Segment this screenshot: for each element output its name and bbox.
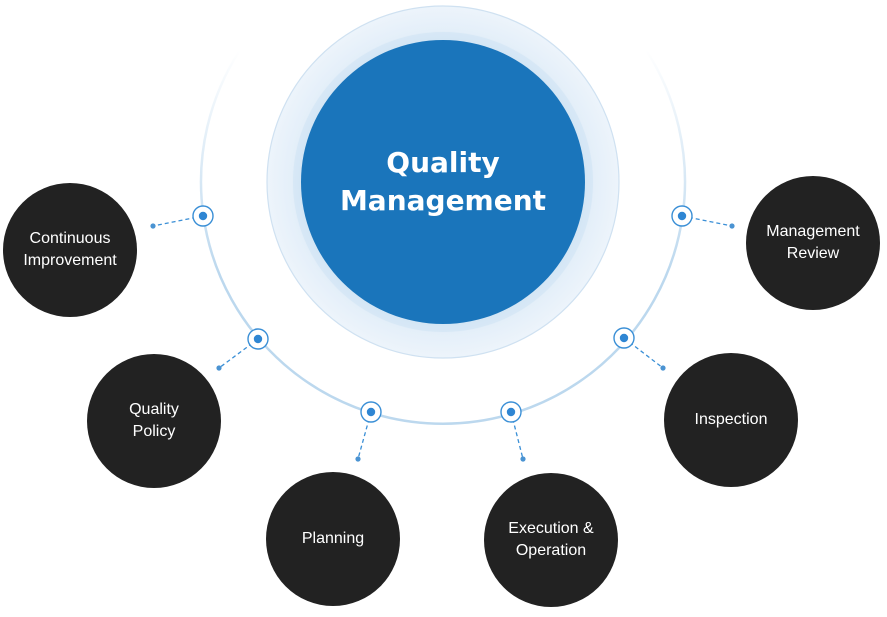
anchor-dot-icon: [198, 211, 208, 221]
node-execution-operation[interactable]: [484, 473, 618, 607]
anchor-dot-icon: [677, 211, 687, 221]
center-circle[interactable]: [301, 40, 585, 324]
node-inspection[interactable]: [664, 353, 798, 487]
anchor-dot-icon: [253, 334, 263, 344]
connector-end-dot: [729, 223, 735, 229]
anchor-dot-icon: [506, 407, 516, 417]
connector-end-dot: [660, 365, 666, 371]
anchor-dot-icon: [619, 333, 629, 343]
node-quality-policy[interactable]: [87, 354, 221, 488]
node-continuous-improvement[interactable]: [3, 183, 137, 317]
node-management-review[interactable]: [746, 176, 880, 310]
connector-end-dot: [520, 456, 526, 462]
node-planning[interactable]: [266, 472, 400, 606]
connector-end-dot: [355, 456, 361, 462]
anchor-dot-icon: [366, 407, 376, 417]
connector-end-dot: [216, 365, 222, 371]
connector-end-dot: [150, 223, 156, 229]
